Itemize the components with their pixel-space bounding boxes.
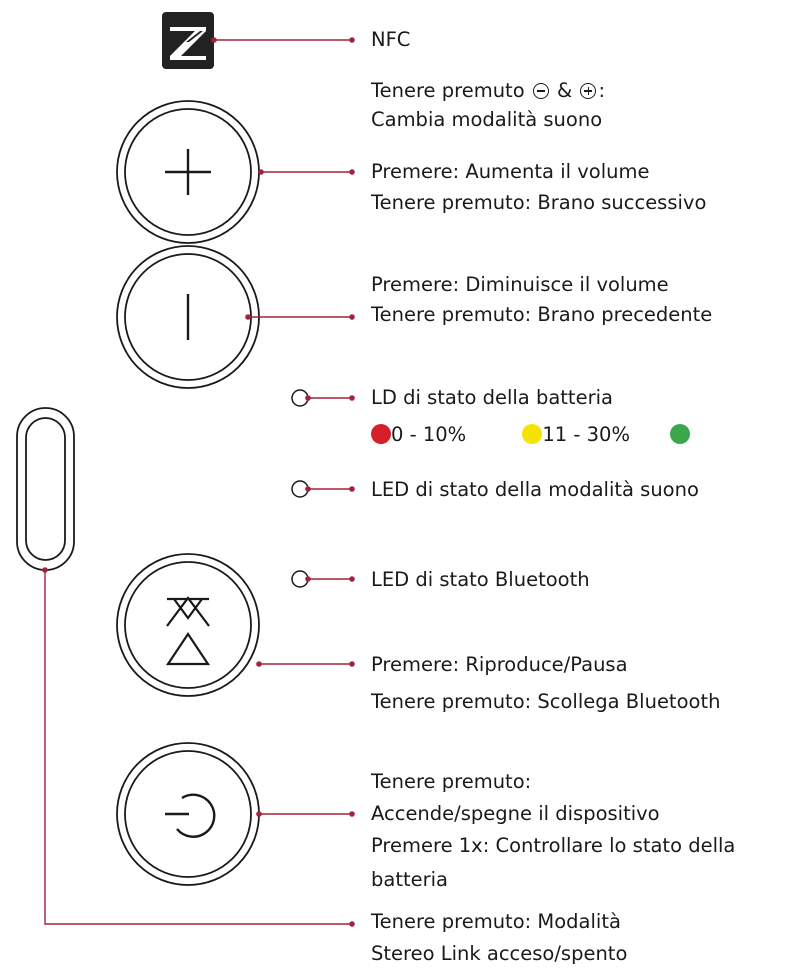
nfc-label: NFC xyxy=(371,28,411,51)
bt-press-label: Premere: Riproduce/Pausa xyxy=(371,653,628,676)
vol-down-hold-label: Tenere premuto: Brano precedente xyxy=(371,303,713,326)
power-press-label: Premere 1x: Controllare lo stato della xyxy=(371,834,736,857)
power-button[interactable] xyxy=(116,742,260,886)
plus-button[interactable] xyxy=(116,100,260,244)
battery-led-label: LD di stato della batteria xyxy=(371,386,613,409)
sound-led-label: LED di stato della modalità suono xyxy=(371,478,699,501)
plus-icon xyxy=(165,149,211,195)
bt-led-label: LED di stato Bluetooth xyxy=(371,568,590,591)
nfc-logo-icon xyxy=(162,12,214,69)
minus-circle-icon xyxy=(532,83,549,99)
sound-mode-change-label: Cambia modalità suono xyxy=(371,108,603,131)
stereo-onoff-label: Stereo Link acceso/spento xyxy=(371,942,628,965)
bt-hold-label: Tenere premuto: Scollega Bluetooth xyxy=(371,690,721,713)
hold-both-buttons-label: Tenere premuto & : xyxy=(371,77,605,105)
hold-both-suffix: : xyxy=(598,79,606,102)
plus-circle-icon xyxy=(580,83,597,99)
power-hold-label: Tenere premuto: xyxy=(371,770,532,793)
battery-mid-label: 11 - 30% xyxy=(542,423,630,446)
green-dot-icon xyxy=(670,424,691,444)
vol-up-hold-label: Tenere premuto: Brano successivo xyxy=(371,191,707,214)
vol-up-press-label: Premere: Aumenta il volume xyxy=(371,160,650,183)
leader-lines xyxy=(44,39,352,925)
leader-dots xyxy=(42,37,355,927)
vol-down-press-label: Premere: Diminuisce il volume xyxy=(371,273,669,296)
bluetooth-button[interactable] xyxy=(116,553,260,697)
stereo-link-button[interactable] xyxy=(16,407,75,571)
bluetooth-icon xyxy=(165,596,211,666)
battery-legend: 0 - 10% 11 - 30% xyxy=(371,421,691,449)
yellow-dot-icon xyxy=(522,424,543,444)
power-press-cont-label: batteria xyxy=(371,868,449,891)
stereo-hold-label: Tenere premuto: Modalità xyxy=(371,910,621,933)
power-onoff-label: Accende/spegne il dispositivo xyxy=(371,802,660,825)
ampersand: & xyxy=(557,79,573,102)
hold-both-prefix: Tenere premuto xyxy=(371,79,525,102)
minus-button[interactable] xyxy=(116,245,260,389)
battery-low-label: 0 - 10% xyxy=(391,423,467,446)
red-dot-icon xyxy=(371,424,391,444)
power-icon xyxy=(165,793,216,838)
